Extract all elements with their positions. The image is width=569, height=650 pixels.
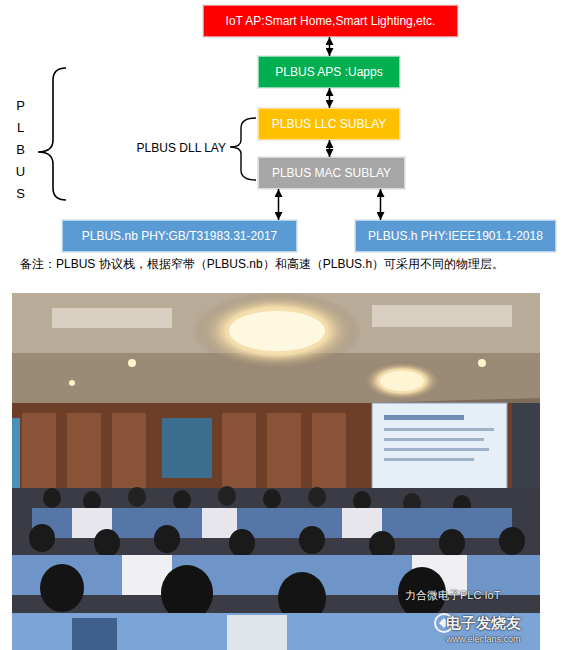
- phy-box: PLBUS.h PHY:IEEE1901.1-2018: [355, 220, 556, 252]
- application-box: IoT AP:Smart Home,Smart Lighting,etc.: [203, 5, 458, 37]
- connector-arrow: [329, 37, 331, 56]
- audience: [12, 486, 540, 650]
- box-label: PLBUS APS :Uapps: [275, 65, 382, 79]
- chandeliers: [69, 293, 486, 401]
- phy-box: PLBUS.nb PHY:GB/T31983.31-2017: [62, 220, 297, 252]
- box-label: PLBUS.nb PHY:GB/T31983.31-2017: [82, 229, 277, 243]
- connector-arrow: [329, 88, 331, 108]
- watermark: 电子发烧友: [446, 613, 521, 633]
- stack-brace: [38, 68, 66, 200]
- mac-sublayer-box: PLBUS MAC SUBLAY: [258, 157, 405, 189]
- stack-name: PLBUS: [14, 95, 27, 205]
- connector-arrow: [329, 140, 331, 157]
- box-label: PLBUS.h PHY:IEEE1901.1-2018: [368, 229, 543, 243]
- watermark: www.elecfans.com: [446, 633, 521, 645]
- box-label: PLBUS LLC SUBLAY: [272, 117, 387, 131]
- connector-arrow: [278, 189, 280, 220]
- box-label: IoT AP:Smart Home,Smart Lighting,etc.: [226, 14, 436, 28]
- dll-brace: [230, 118, 256, 180]
- conference-photo: [12, 293, 540, 650]
- box-label: PLBUS MAC SUBLAY: [272, 166, 391, 180]
- watermark: 力合微电子PLC IoT: [405, 588, 500, 603]
- llc-sublayer-box: PLBUS LLC SUBLAY: [258, 108, 400, 140]
- connector-arrow: [380, 189, 382, 220]
- sublayer-group-name: PLBUS DLL LAY: [137, 140, 226, 156]
- footnote: 备注：PLBUS 协议栈，根据窄带（PLBUS.nb）和高速（PLBUS.h）可…: [20, 256, 565, 272]
- aps-layer-box: PLBUS APS :Uapps: [258, 56, 400, 88]
- watermark-logo: [435, 614, 453, 632]
- room: [12, 293, 540, 650]
